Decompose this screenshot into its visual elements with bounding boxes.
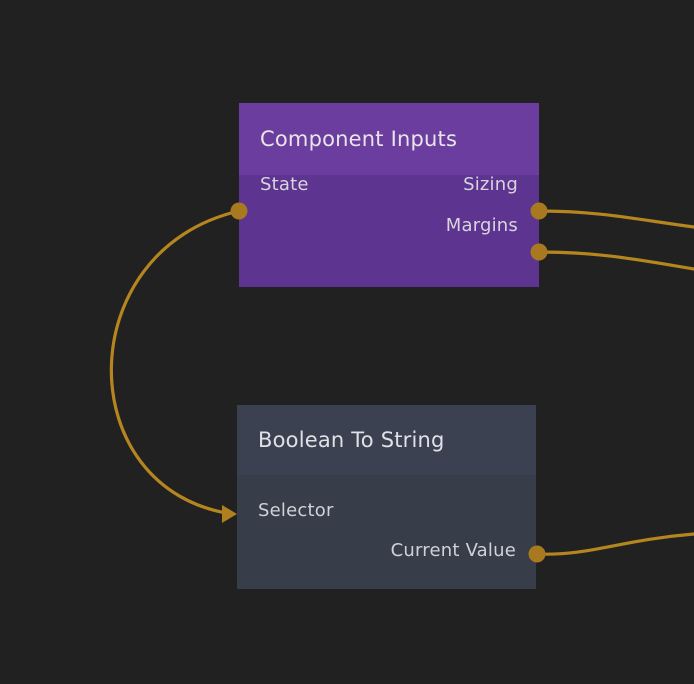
node-body-boolean-to-string: Selector Current Value bbox=[237, 475, 536, 589]
node-body-component-inputs: State Sizing Margins bbox=[239, 174, 539, 287]
output-port-current-value-label: Current Value bbox=[390, 539, 516, 561]
node-boolean-to-string[interactable]: Boolean To String Selector Current Value bbox=[237, 405, 536, 589]
port-arrow-selector[interactable] bbox=[222, 505, 237, 523]
input-port-selector[interactable]: Selector bbox=[237, 497, 334, 523]
node-title-component-inputs: Component Inputs bbox=[260, 127, 458, 151]
input-port-selector-label: Selector bbox=[258, 499, 334, 521]
output-port-sizing-label: Sizing bbox=[463, 173, 518, 195]
output-port-sizing[interactable]: Sizing bbox=[463, 171, 539, 197]
node-header-boolean-to-string[interactable]: Boolean To String bbox=[237, 405, 536, 475]
node-title-boolean-to-string: Boolean To String bbox=[258, 428, 445, 452]
output-port-margins[interactable]: Margins bbox=[446, 212, 539, 238]
port-dot-state[interactable] bbox=[230, 202, 248, 220]
node-header-component-inputs[interactable]: Component Inputs bbox=[239, 103, 539, 175]
input-port-state[interactable]: State bbox=[239, 171, 309, 197]
port-dot-margins[interactable] bbox=[530, 243, 548, 261]
port-dot-current-value[interactable] bbox=[528, 545, 546, 563]
node-component-inputs[interactable]: Component Inputs State Sizing Margins bbox=[239, 103, 539, 287]
output-port-margins-label: Margins bbox=[445, 214, 518, 236]
wire-state-to-selector[interactable] bbox=[109, 209, 241, 516]
output-port-current-value[interactable]: Current Value bbox=[391, 537, 536, 563]
wire-margins-out[interactable] bbox=[537, 250, 694, 271]
port-dot-sizing[interactable] bbox=[530, 202, 548, 220]
input-port-state-label: State bbox=[260, 173, 309, 195]
wire-current-value-out[interactable] bbox=[535, 532, 694, 556]
wire-sizing-out[interactable] bbox=[537, 209, 694, 229]
